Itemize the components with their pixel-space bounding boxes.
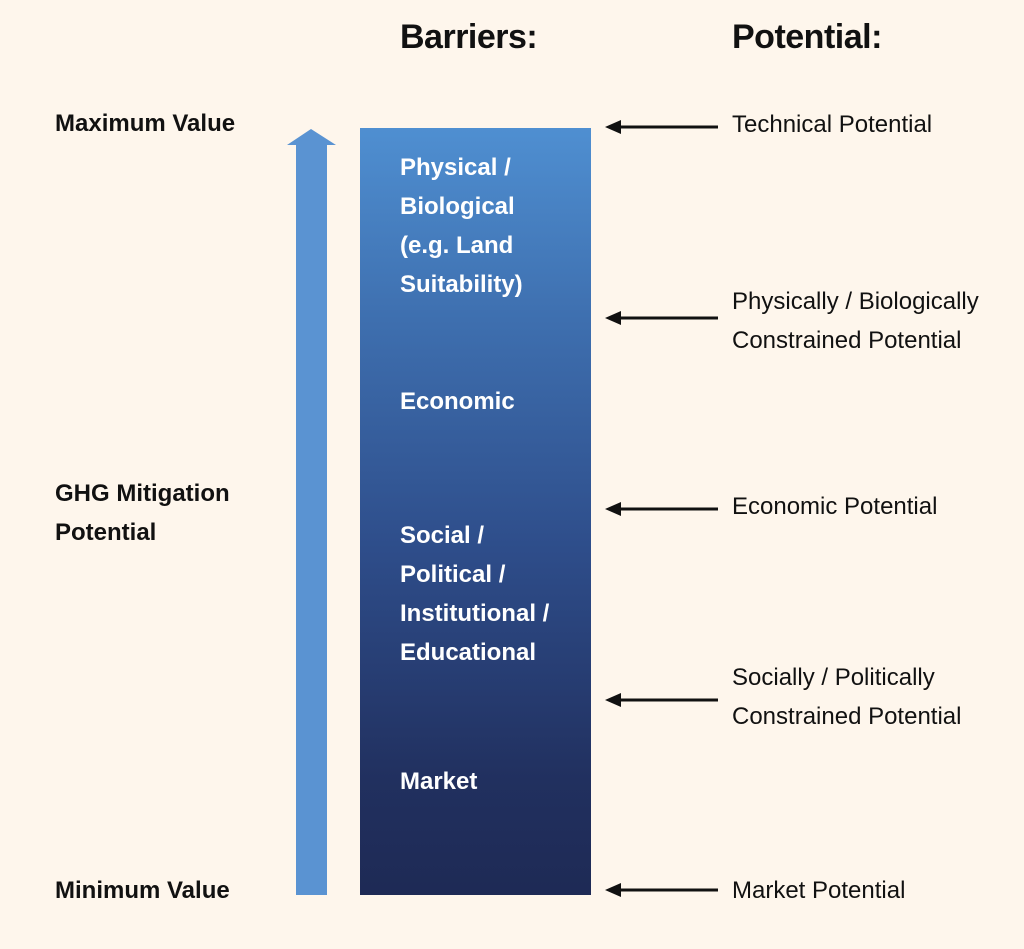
arrow-socially-constrained — [605, 693, 718, 707]
potential-header: Potential: — [732, 18, 882, 56]
potential-socially-constrained: Socially / Politically Constrained Poten… — [732, 658, 961, 736]
potential-technical: Technical Potential — [732, 105, 932, 144]
potential-physically-constrained-line1: Physically / Biologically — [732, 288, 979, 315]
barrier-social-line2: Political / — [400, 561, 506, 588]
potential-economic: Economic Potential — [732, 487, 937, 526]
potential-physically-constrained: Physically / Biologically Constrained Po… — [732, 282, 979, 360]
barrier-social-line3: Institutional / — [400, 600, 550, 627]
barrier-social: Social / Political / Institutional / Edu… — [400, 516, 549, 672]
barrier-physical: Physical / Biological (e.g. Land Suitabi… — [400, 148, 523, 304]
potential-physically-constrained-line2: Constrained Potential — [732, 327, 962, 354]
barrier-physical-line2: Biological — [400, 193, 515, 220]
arrow-market — [605, 883, 718, 897]
ghg-mitigation-label: GHG Mitigation Potential — [55, 474, 230, 552]
mitigation-up-arrow — [287, 129, 336, 895]
barriers-bar — [360, 128, 591, 895]
ghg-mitigation-label-line2: Potential — [55, 519, 157, 546]
barrier-economic-line1: Economic — [400, 388, 515, 415]
barriers-header: Barriers: — [400, 18, 538, 56]
potential-technical-line1: Technical Potential — [732, 111, 933, 138]
barrier-physical-line4: Suitability) — [400, 271, 523, 298]
maximum-value-label: Maximum Value — [55, 110, 236, 137]
minimum-value-label: Minimum Value — [55, 877, 230, 904]
barrier-market: Market — [400, 762, 477, 801]
barrier-physical-line3: (e.g. Land — [400, 232, 514, 259]
arrow-physically-constrained — [605, 311, 718, 325]
arrow-economic — [605, 502, 718, 516]
barrier-social-line4: Educational — [400, 639, 537, 666]
potential-economic-line1: Economic Potential — [732, 493, 938, 520]
potential-market: Market Potential — [732, 871, 905, 910]
potential-market-line1: Market Potential — [732, 877, 906, 904]
potential-socially-constrained-line1: Socially / Politically — [732, 664, 935, 691]
ghg-mitigation-label-line1: GHG Mitigation — [55, 480, 230, 507]
barrier-social-line1: Social / — [400, 522, 485, 549]
potential-socially-constrained-line2: Constrained Potential — [732, 703, 962, 730]
barrier-market-line1: Market — [400, 768, 478, 795]
barrier-physical-line1: Physical / — [400, 154, 511, 181]
barrier-economic: Economic — [400, 382, 515, 421]
arrow-technical — [605, 120, 718, 134]
